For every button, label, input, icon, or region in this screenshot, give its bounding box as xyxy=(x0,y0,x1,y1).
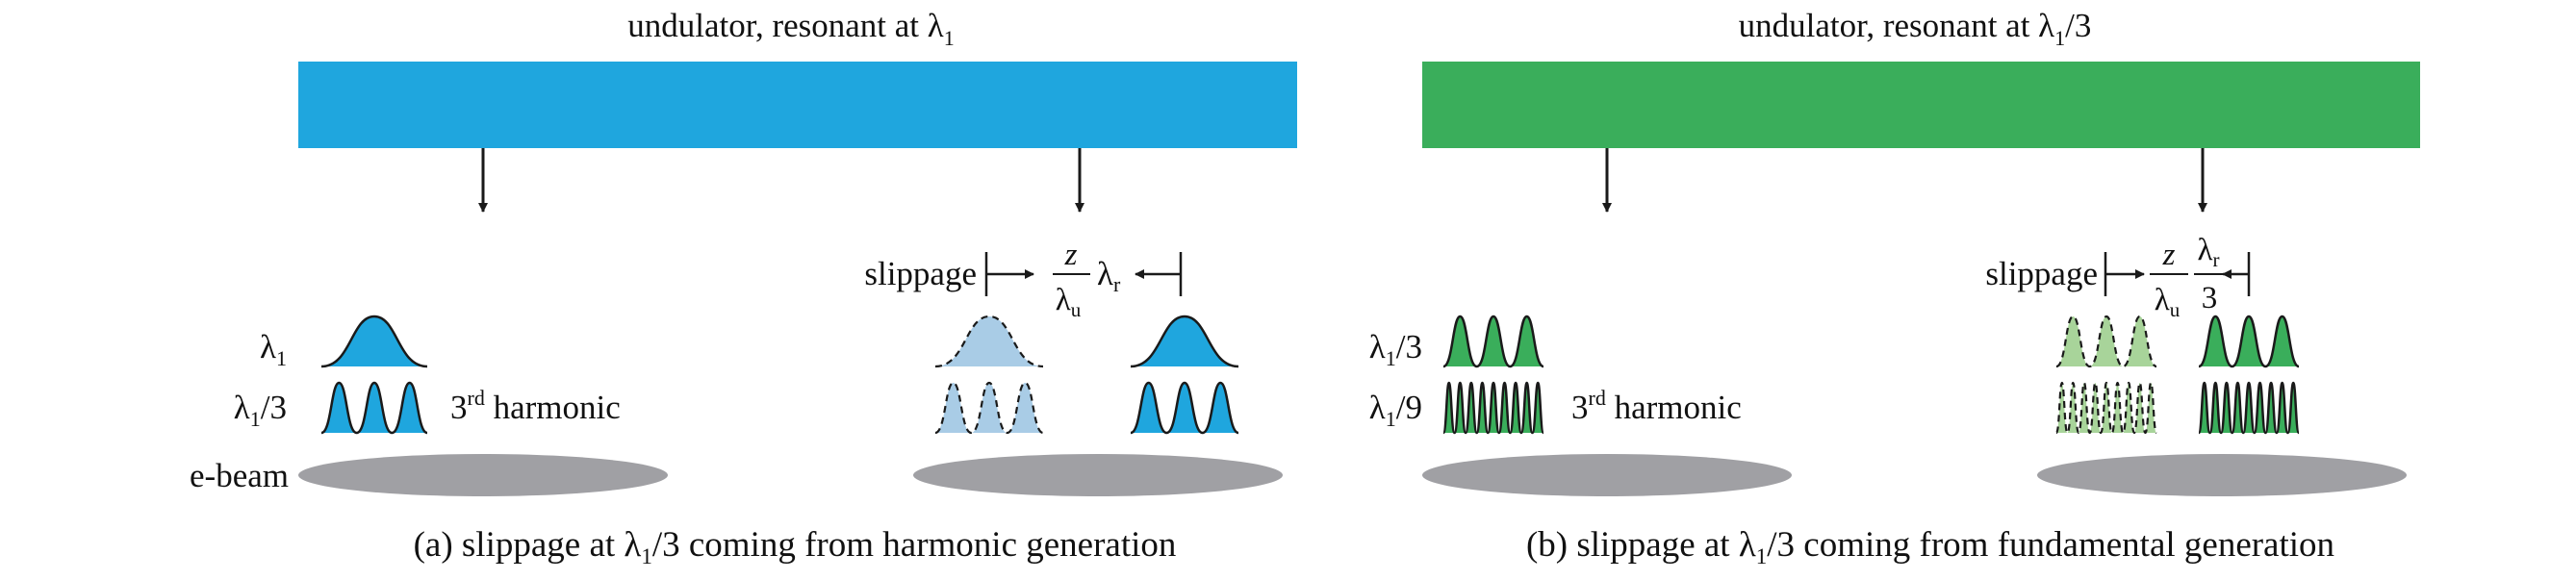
left-row1-label: λ1 xyxy=(260,328,287,370)
left-frac-num: z xyxy=(1064,238,1078,272)
right-ebeam-2 xyxy=(2037,454,2407,496)
left-undulator-title: undulator, resonant at λ1 xyxy=(627,7,955,50)
right-harmonic-pulse-2 xyxy=(2197,381,2301,435)
right-fundamental-pulse xyxy=(1442,315,1544,368)
right-slippage-label: slippage xyxy=(1985,255,2098,292)
undulator-bar-blue xyxy=(298,62,1297,148)
right-frac-den: λu xyxy=(2155,283,2181,321)
right-row2-label: λ1/9 xyxy=(1369,389,1422,431)
left-slippage-label: slippage xyxy=(864,255,977,292)
left-fundamental-pulse xyxy=(320,315,428,368)
right-frac2-num: λr xyxy=(2197,233,2219,271)
right-frac-num: z xyxy=(2162,238,2176,272)
left-slippage-bracket xyxy=(984,252,1183,296)
left-row2-label: λ1/3 xyxy=(234,389,287,431)
right-harmonic-label: 3rd harmonic xyxy=(1571,386,1742,426)
left-harmonic-pulse-2 xyxy=(1130,381,1239,435)
left-ebeam-1 xyxy=(298,454,668,496)
right-ebeam-1 xyxy=(1422,454,1792,496)
right-harmonic-pulse-ghost xyxy=(2054,381,2158,435)
left-harmonic-pulse xyxy=(320,381,428,435)
left-harmonic-label: 3rd harmonic xyxy=(450,386,621,426)
left-fundamental-pulse-ghost xyxy=(934,315,1044,368)
right-caption: (b) slippage at λ1/3 coming from fundame… xyxy=(1526,525,2334,568)
left-lambda-r: λr xyxy=(1097,255,1121,296)
right-frac2-den: 3 xyxy=(2202,281,2218,315)
right-harmonic-pulse xyxy=(1441,381,1545,435)
left-ebeam-2 xyxy=(913,454,1283,496)
right-slippage-bracket xyxy=(2104,252,2251,296)
left-pulses xyxy=(320,315,1239,435)
right-row1-label: λ1/3 xyxy=(1369,328,1422,370)
left-caption: (a) slippage at λ1/3 coming from harmoni… xyxy=(414,525,1177,568)
right-undulator-title: undulator, resonant at λ1/3 xyxy=(1739,7,2092,50)
left-harmonic-pulse-ghost xyxy=(934,381,1044,435)
right-pulses xyxy=(1441,315,2301,435)
ebeam-label: e-beam xyxy=(190,457,289,494)
right-fundamental-pulse-2 xyxy=(2198,315,2300,368)
left-frac-den: λu xyxy=(1056,283,1082,321)
right-fundamental-pulse-ghost xyxy=(2055,315,2157,368)
left-fundamental-pulse-2 xyxy=(1130,315,1239,368)
undulator-bar-green xyxy=(1422,62,2420,148)
